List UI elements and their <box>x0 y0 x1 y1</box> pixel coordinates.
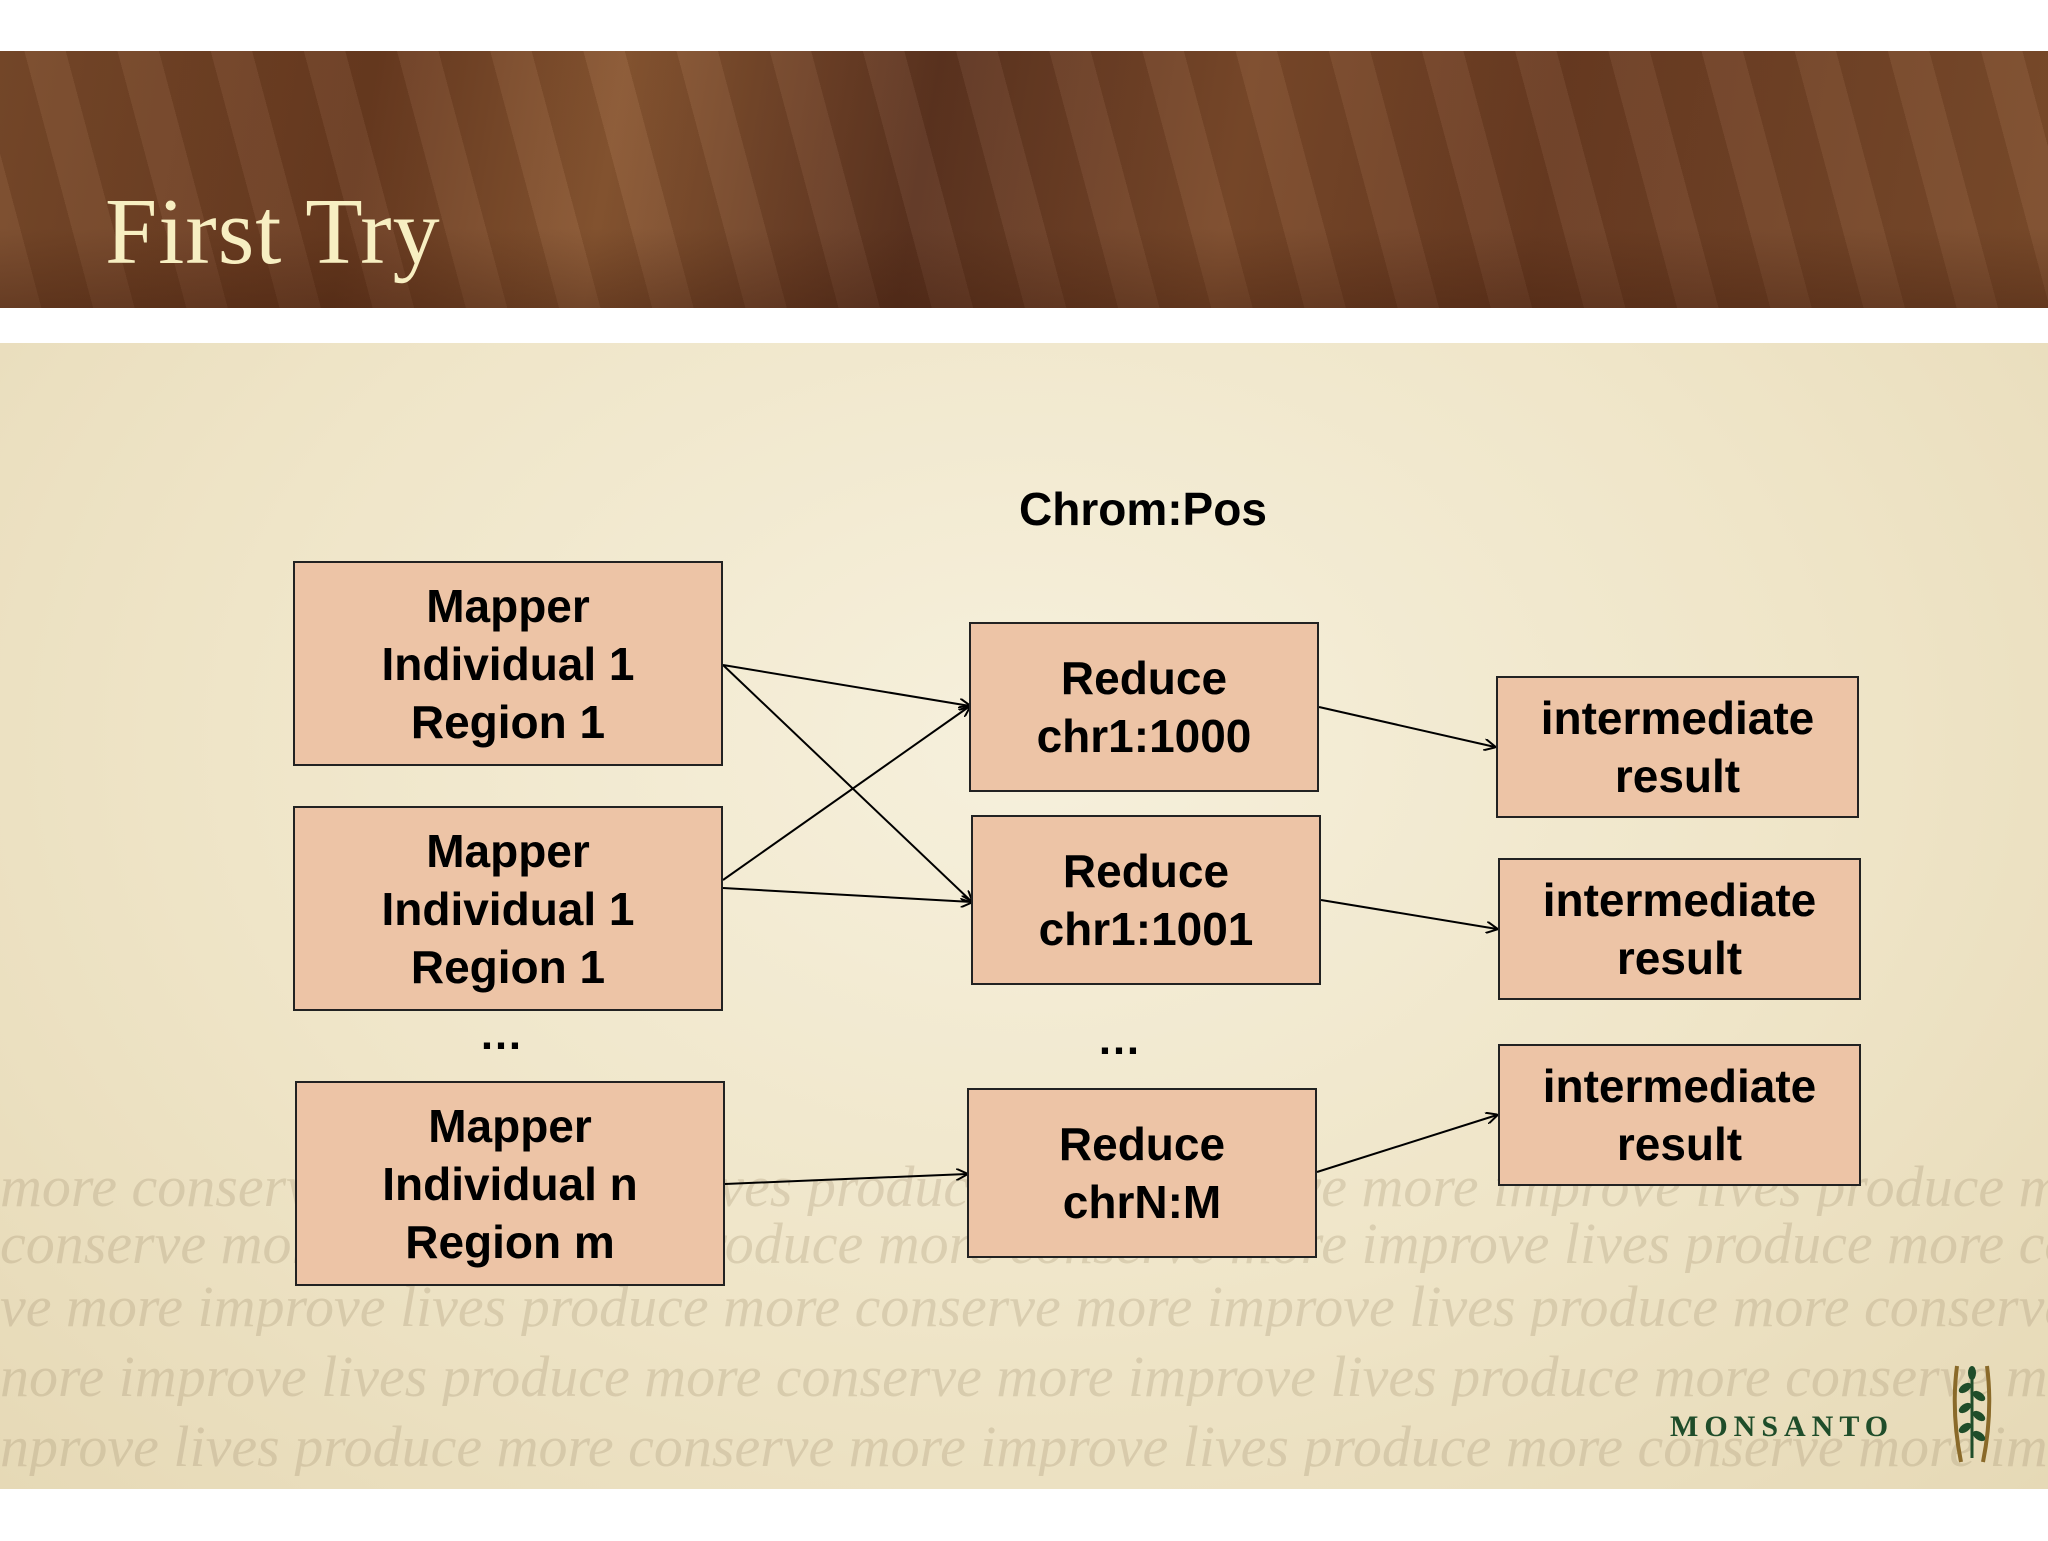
mapper-box-line: Region 1 <box>410 695 606 748</box>
result-box-line: result <box>1614 750 1741 802</box>
reducer-box-3: Reduce chrN:M <box>967 1088 1317 1258</box>
monsanto-logo: MONSANTO <box>1670 1358 2000 1466</box>
mapper-box-line: Region m <box>405 1215 615 1268</box>
reducer-box-line: Reduce <box>1058 1118 1226 1170</box>
result-box-2: intermediate result <box>1498 858 1861 1000</box>
result-box-line: intermediate <box>1542 874 1817 926</box>
logo-wordmark: MONSANTO <box>1670 1410 1895 1443</box>
reducer-box-1: Reduce chr1:1000 <box>969 622 1319 792</box>
mapper-box-2: Mapper Individual 1 Region 1 <box>293 806 723 1011</box>
background-tagline: ve more improve lives produce more conse… <box>0 1278 2048 1336</box>
edge-reducer-3-result-3 <box>1316 1115 1497 1173</box>
mapper-box-line: Individual 1 <box>381 882 635 935</box>
mapper-box-line: Mapper <box>426 579 590 632</box>
reducer-box-2: Reduce chr1:1001 <box>971 815 1321 985</box>
mapper-box-1: Mapper Individual 1 Region 1 <box>293 561 723 766</box>
background-tagline: nprove lives produce more conserve more … <box>0 1418 2048 1476</box>
mapper-ellipsis: … <box>479 1010 523 1059</box>
header-band <box>0 51 2048 308</box>
edge-reducer-2-result-2 <box>1320 899 1497 929</box>
edge-mapper-2-reducer-1 <box>722 706 970 881</box>
reducer-box-line: Reduce <box>1060 652 1228 704</box>
result-box-line: intermediate <box>1542 1060 1817 1112</box>
reducer-ellipsis: … <box>1097 1015 1141 1064</box>
mapper-box-line: Individual n <box>382 1157 638 1210</box>
result-box-3: intermediate result <box>1498 1044 1861 1186</box>
edge-mapper-3-reducer-3 <box>724 1174 967 1185</box>
mapper-box-line: Mapper <box>428 1099 592 1152</box>
result-box-line: result <box>1616 1118 1743 1170</box>
slide-title: First Try <box>105 180 441 284</box>
result-box-1: intermediate result <box>1496 676 1859 818</box>
mapper-box-3: Mapper Individual n Region m <box>295 1081 725 1286</box>
column-label: Chrom:Pos <box>1019 483 1267 535</box>
wheat-sprig-icon <box>1952 1365 1992 1463</box>
edge-mapper-2-reducer-2 <box>722 887 972 902</box>
result-box-line: result <box>1616 932 1743 984</box>
mapper-box-line: Region 1 <box>410 940 606 993</box>
mapper-box-line: Mapper <box>426 824 590 877</box>
background-tagline: nore improve lives produce more conserve… <box>0 1348 2048 1406</box>
reducer-box-line: chr1:1000 <box>1036 710 1252 762</box>
edge-mapper-1-reducer-1 <box>722 664 970 706</box>
edge-reducer-1-result-1 <box>1318 706 1495 747</box>
mapper-box-line: Individual 1 <box>381 637 635 690</box>
result-box-line: intermediate <box>1540 692 1815 744</box>
reducer-box-line: chr1:1001 <box>1038 903 1254 955</box>
reducer-box-line: chrN:M <box>1062 1176 1222 1228</box>
edge-mapper-1-reducer-2 <box>722 664 972 902</box>
reducer-box-line: Reduce <box>1062 845 1230 897</box>
